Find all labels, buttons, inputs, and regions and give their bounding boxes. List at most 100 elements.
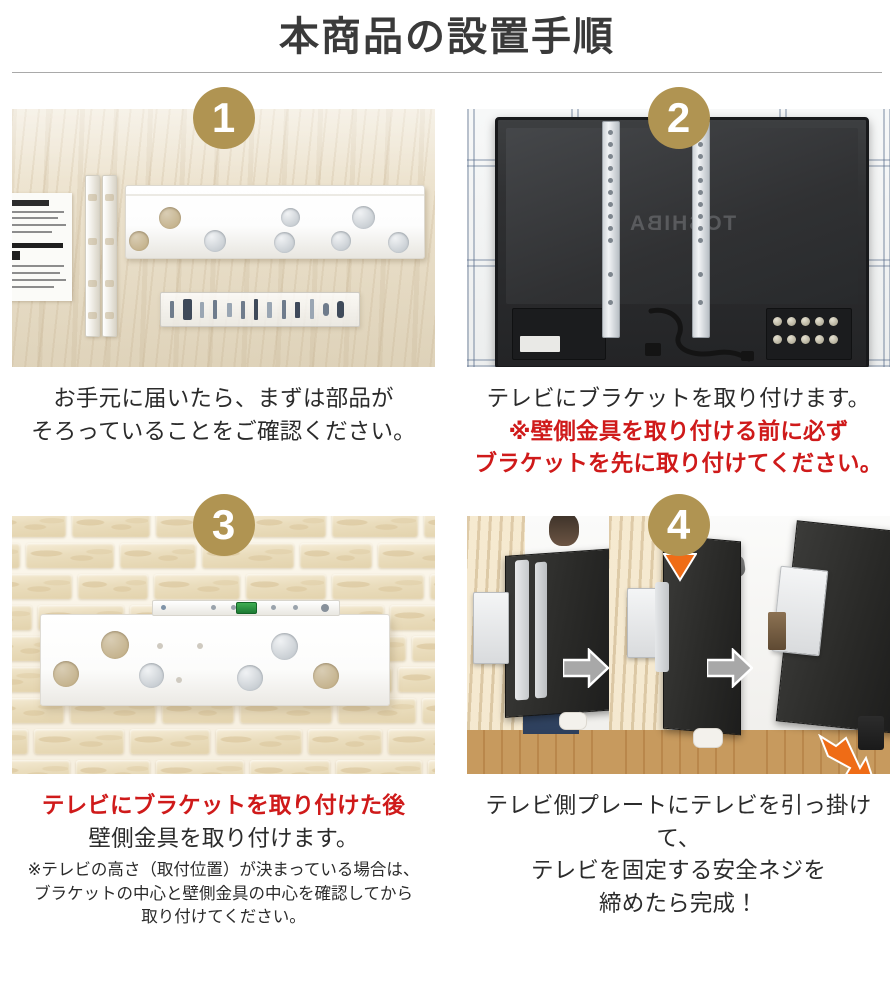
av-jack (829, 335, 838, 344)
bubble-level-icon (236, 601, 257, 614)
caption-line: 壁側金具を取り付けます。 (88, 825, 359, 851)
step-photo-2: TOSHIBA (467, 109, 890, 367)
brick (154, 573, 240, 599)
screw (295, 302, 300, 318)
brick (252, 515, 326, 537)
brick-row (12, 573, 435, 605)
av-jack (801, 335, 810, 344)
wall-mount-plate (125, 185, 425, 259)
bracket-hole (698, 178, 703, 183)
screw-anchor (183, 299, 192, 320)
screw (170, 301, 174, 318)
bracket-hole (698, 190, 703, 195)
caption-line: 締めたら完成！ (599, 890, 758, 916)
plate-hole (159, 207, 181, 229)
plate-hole (313, 662, 339, 689)
brick (412, 635, 435, 661)
caption-line: テレビにブラケットを取り付けます。 (486, 386, 871, 411)
av-jack (815, 317, 824, 326)
brick (430, 573, 435, 599)
bracket-hole (608, 238, 613, 243)
tv-io-panel (766, 308, 852, 360)
power-cable (645, 307, 754, 362)
tv-bracket-on-tv (535, 561, 547, 699)
bracket-hole (698, 154, 703, 159)
bracket-hole (698, 214, 703, 219)
right-arrow-icon (563, 647, 609, 688)
bracket-hole (608, 272, 613, 277)
screw (227, 303, 232, 317)
down-arrow-icon (818, 733, 873, 774)
brick (72, 515, 150, 537)
steps-grid: 1 お手元に届いたら、まずは部品が そろっていることをご確認ください。 TOSH… (0, 87, 894, 929)
title-divider (12, 72, 882, 73)
page-header: 本商品の設置手順 (0, 0, 894, 73)
brick (120, 542, 196, 568)
work-glove (693, 727, 723, 748)
caption-line: そろっていることをご確認ください。 (31, 418, 416, 444)
manual-header-bar (12, 200, 49, 206)
av-jack (815, 335, 824, 344)
rail-hole (271, 604, 276, 610)
caption-line: テレビを固定する安全ネジを (530, 858, 827, 884)
brick (250, 759, 330, 774)
bracket-notch (88, 312, 97, 319)
bracket-notch (105, 280, 114, 287)
manual-text-line (12, 272, 60, 274)
bracket-hole (698, 238, 703, 243)
bracket-notch (88, 280, 97, 287)
bracket-hole (608, 166, 613, 171)
brick (76, 759, 150, 774)
washer (337, 301, 344, 318)
wood-floor (467, 729, 609, 774)
plate-hole (129, 231, 149, 251)
step-badge-4: 4 (647, 493, 710, 556)
note-line: 取り付けてください。 (141, 907, 306, 926)
bracket-hole (698, 300, 703, 305)
tv-label-panel (512, 308, 606, 360)
screw (282, 300, 286, 319)
av-jack (773, 317, 782, 326)
instruction-manual-sheet (12, 193, 72, 301)
rail-hole (211, 604, 216, 610)
manual-section-square (12, 251, 20, 260)
step-card-3: 3 テレビにブラケットを取り付けた後 壁側金具を取り付けます。 ※テレビの高さ（… (12, 493, 435, 930)
bracket-hole (608, 214, 613, 219)
brick (336, 759, 422, 774)
brick (130, 728, 210, 754)
step-photo-wrap-2: TOSHIBA (467, 87, 890, 367)
brick (390, 604, 435, 630)
brick (428, 759, 435, 774)
brick (300, 542, 372, 568)
step-photo-1 (12, 109, 435, 367)
bracket-notch (88, 194, 97, 201)
step-caption-1: お手元に届いたら、まずは部品が そろっていることをご確認ください。 (12, 383, 435, 448)
brick (12, 759, 70, 774)
brick (12, 515, 66, 537)
rail-screw (321, 603, 329, 612)
av-jack (829, 317, 838, 326)
bracket-notch (105, 194, 114, 201)
three-panel-composite (467, 515, 890, 774)
brick (12, 666, 44, 692)
tv-bracket-arm (102, 175, 117, 337)
caption-note: ※テレビの高さ（取付位置）が決まっている場合は、 ブラケットの中心と壁側金具の中… (12, 859, 435, 929)
plate-hole (352, 206, 375, 229)
step-photo-4 (467, 515, 890, 774)
av-jack (801, 317, 810, 326)
av-jack (773, 335, 782, 344)
wall-plate-mounted (473, 591, 509, 664)
note-line: ブラケットの中心と壁側金具の中心を確認してから (33, 884, 413, 903)
bracket-hole (608, 190, 613, 195)
screw (200, 302, 204, 318)
bracket-hole (698, 166, 703, 171)
person-head (549, 515, 579, 546)
plate-hole (274, 232, 295, 253)
tv-brand-text: TOSHIBA (627, 212, 737, 235)
rail-hole (161, 604, 166, 610)
screw-hardware-bag (160, 292, 360, 327)
plate-pilot-hole (176, 676, 182, 683)
step-photo-wrap-3: 3 (12, 493, 435, 774)
bracket-hole (608, 202, 613, 207)
bracket-notch (105, 238, 114, 245)
